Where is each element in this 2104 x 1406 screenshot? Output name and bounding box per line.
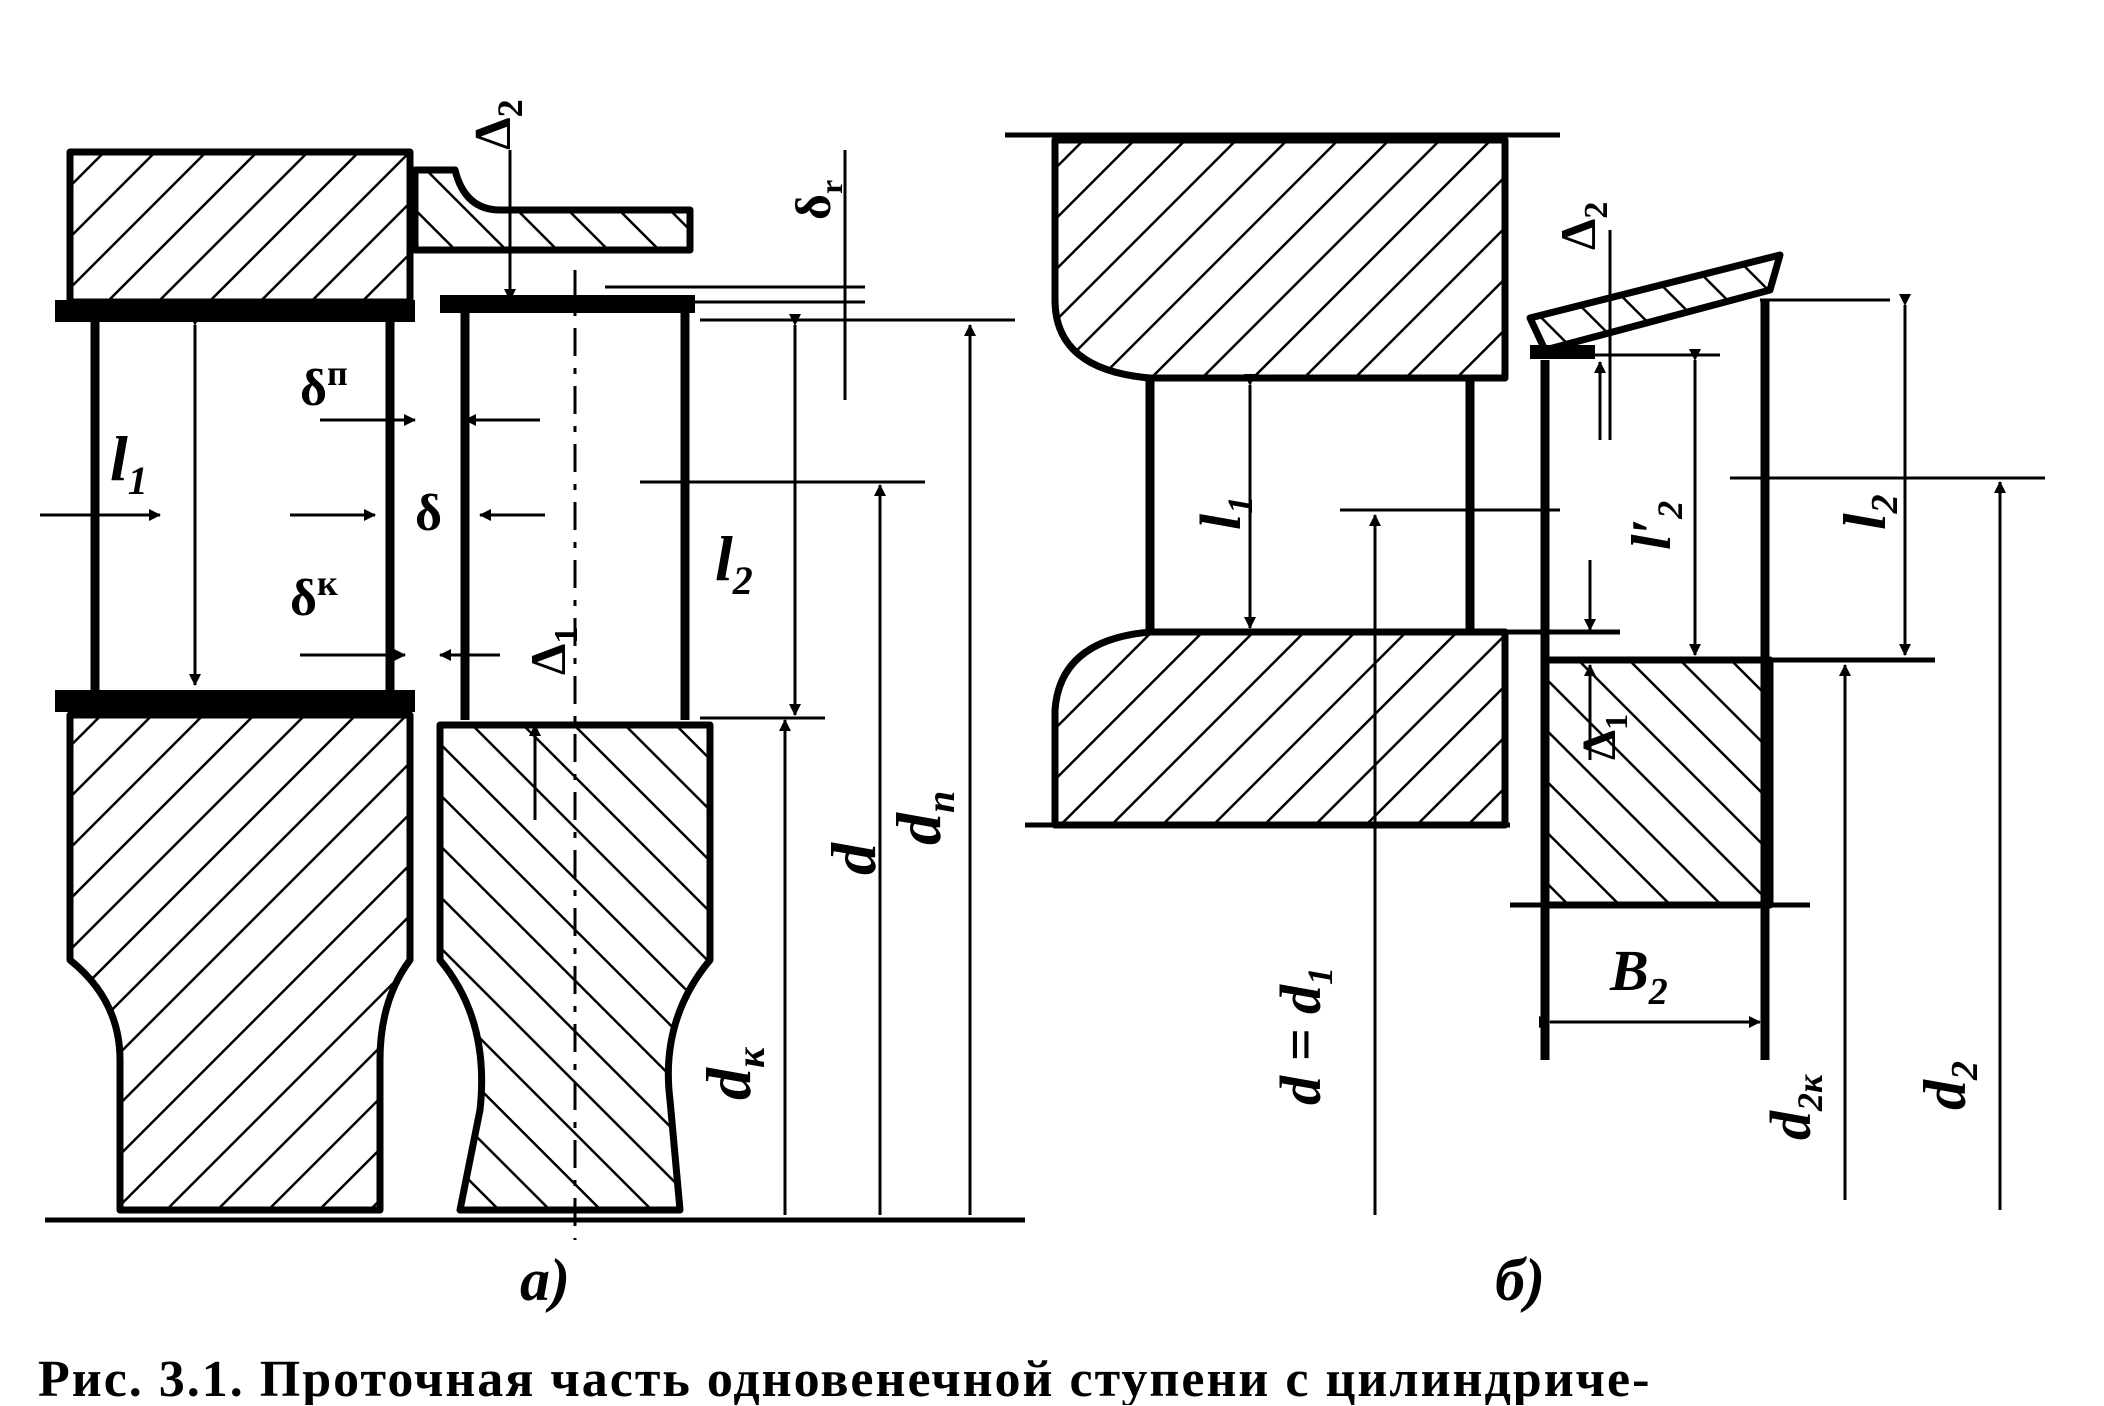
b-rotor-shroud — [1530, 255, 1780, 350]
a-dp-label: d — [883, 812, 954, 845]
svg-text:l′2: l′2 — [1621, 501, 1690, 550]
a-delta-k-label: δ — [290, 570, 317, 627]
svg-text:Δ2: Δ2 — [1550, 202, 1615, 250]
svg-text:d2: d2 — [1912, 1061, 1986, 1110]
a-d-label: d — [818, 842, 889, 875]
stator-top-block — [70, 152, 410, 302]
b-Delta1-label: Δ — [1573, 730, 1626, 760]
a-dk-label: d — [693, 1067, 764, 1100]
b-stator-bottom — [1055, 632, 1505, 825]
svg-text:B2: B2 — [1609, 938, 1668, 1013]
svg-text:δк: δк — [290, 563, 338, 627]
b-shroud-band — [1530, 345, 1595, 359]
svg-text:Δ1: Δ1 — [520, 627, 585, 675]
svg-text:δп: δп — [300, 353, 348, 417]
b-stator-top — [1055, 140, 1505, 378]
a-delta-r-label: δ — [785, 194, 841, 220]
b-l2-label: l — [1832, 513, 1898, 530]
b-d2k-label: d — [1758, 1110, 1823, 1140]
svg-text:Δ1: Δ1 — [1573, 714, 1634, 760]
panel-b-label: б) — [1495, 1247, 1545, 1313]
b-d2-label: d — [1912, 1079, 1978, 1110]
b-l2prime-label: l′ — [1621, 519, 1683, 550]
a-Delta2-label: Δ — [465, 117, 522, 150]
b-rotor-root — [1545, 660, 1770, 905]
svg-text:dк: dк — [693, 1046, 773, 1100]
svg-text:l1: l1 — [1188, 496, 1260, 530]
svg-text:dп: dп — [883, 791, 963, 845]
svg-text:l1: l1 — [110, 423, 148, 503]
b-l1-label: l — [1188, 513, 1253, 530]
figure-caption: Рис. 3.1. Проточная часть одновенечной с… — [38, 1355, 1652, 1405]
svg-text:l2: l2 — [715, 523, 753, 603]
b-B2-label: B — [1609, 938, 1649, 1003]
b-Delta2-label: Δ — [1550, 219, 1606, 250]
figure-a: l1 l2 δ δп δк δr Δ2 — [40, 99, 1025, 1313]
svg-text:δr: δr — [785, 180, 849, 220]
a-l2-label: l — [715, 523, 733, 594]
figure-b: l1 l′2 l2 Δ2 Δ1 d = d1 B2 — [1005, 132, 2045, 1313]
a-l1-label: l — [110, 423, 128, 494]
panel-a-label: а) — [520, 1247, 570, 1313]
svg-text:Δ2: Δ2 — [465, 99, 530, 150]
stator-shroud-band — [55, 300, 415, 322]
svg-text:l2: l2 — [1832, 494, 1906, 530]
rotor-shroud-band — [440, 295, 695, 313]
a-Delta1-label: Δ — [520, 644, 576, 675]
a-delta-label: δ — [415, 485, 442, 542]
svg-text:d2к: d2к — [1758, 1074, 1830, 1140]
svg-text:d = d1: d = d1 — [1268, 967, 1340, 1105]
stator-root-band — [55, 690, 415, 712]
stator-bottom-block — [70, 715, 410, 1210]
b-d-eq-d1-label: d = d — [1268, 984, 1333, 1105]
a-delta-p-label: δ — [300, 360, 327, 417]
